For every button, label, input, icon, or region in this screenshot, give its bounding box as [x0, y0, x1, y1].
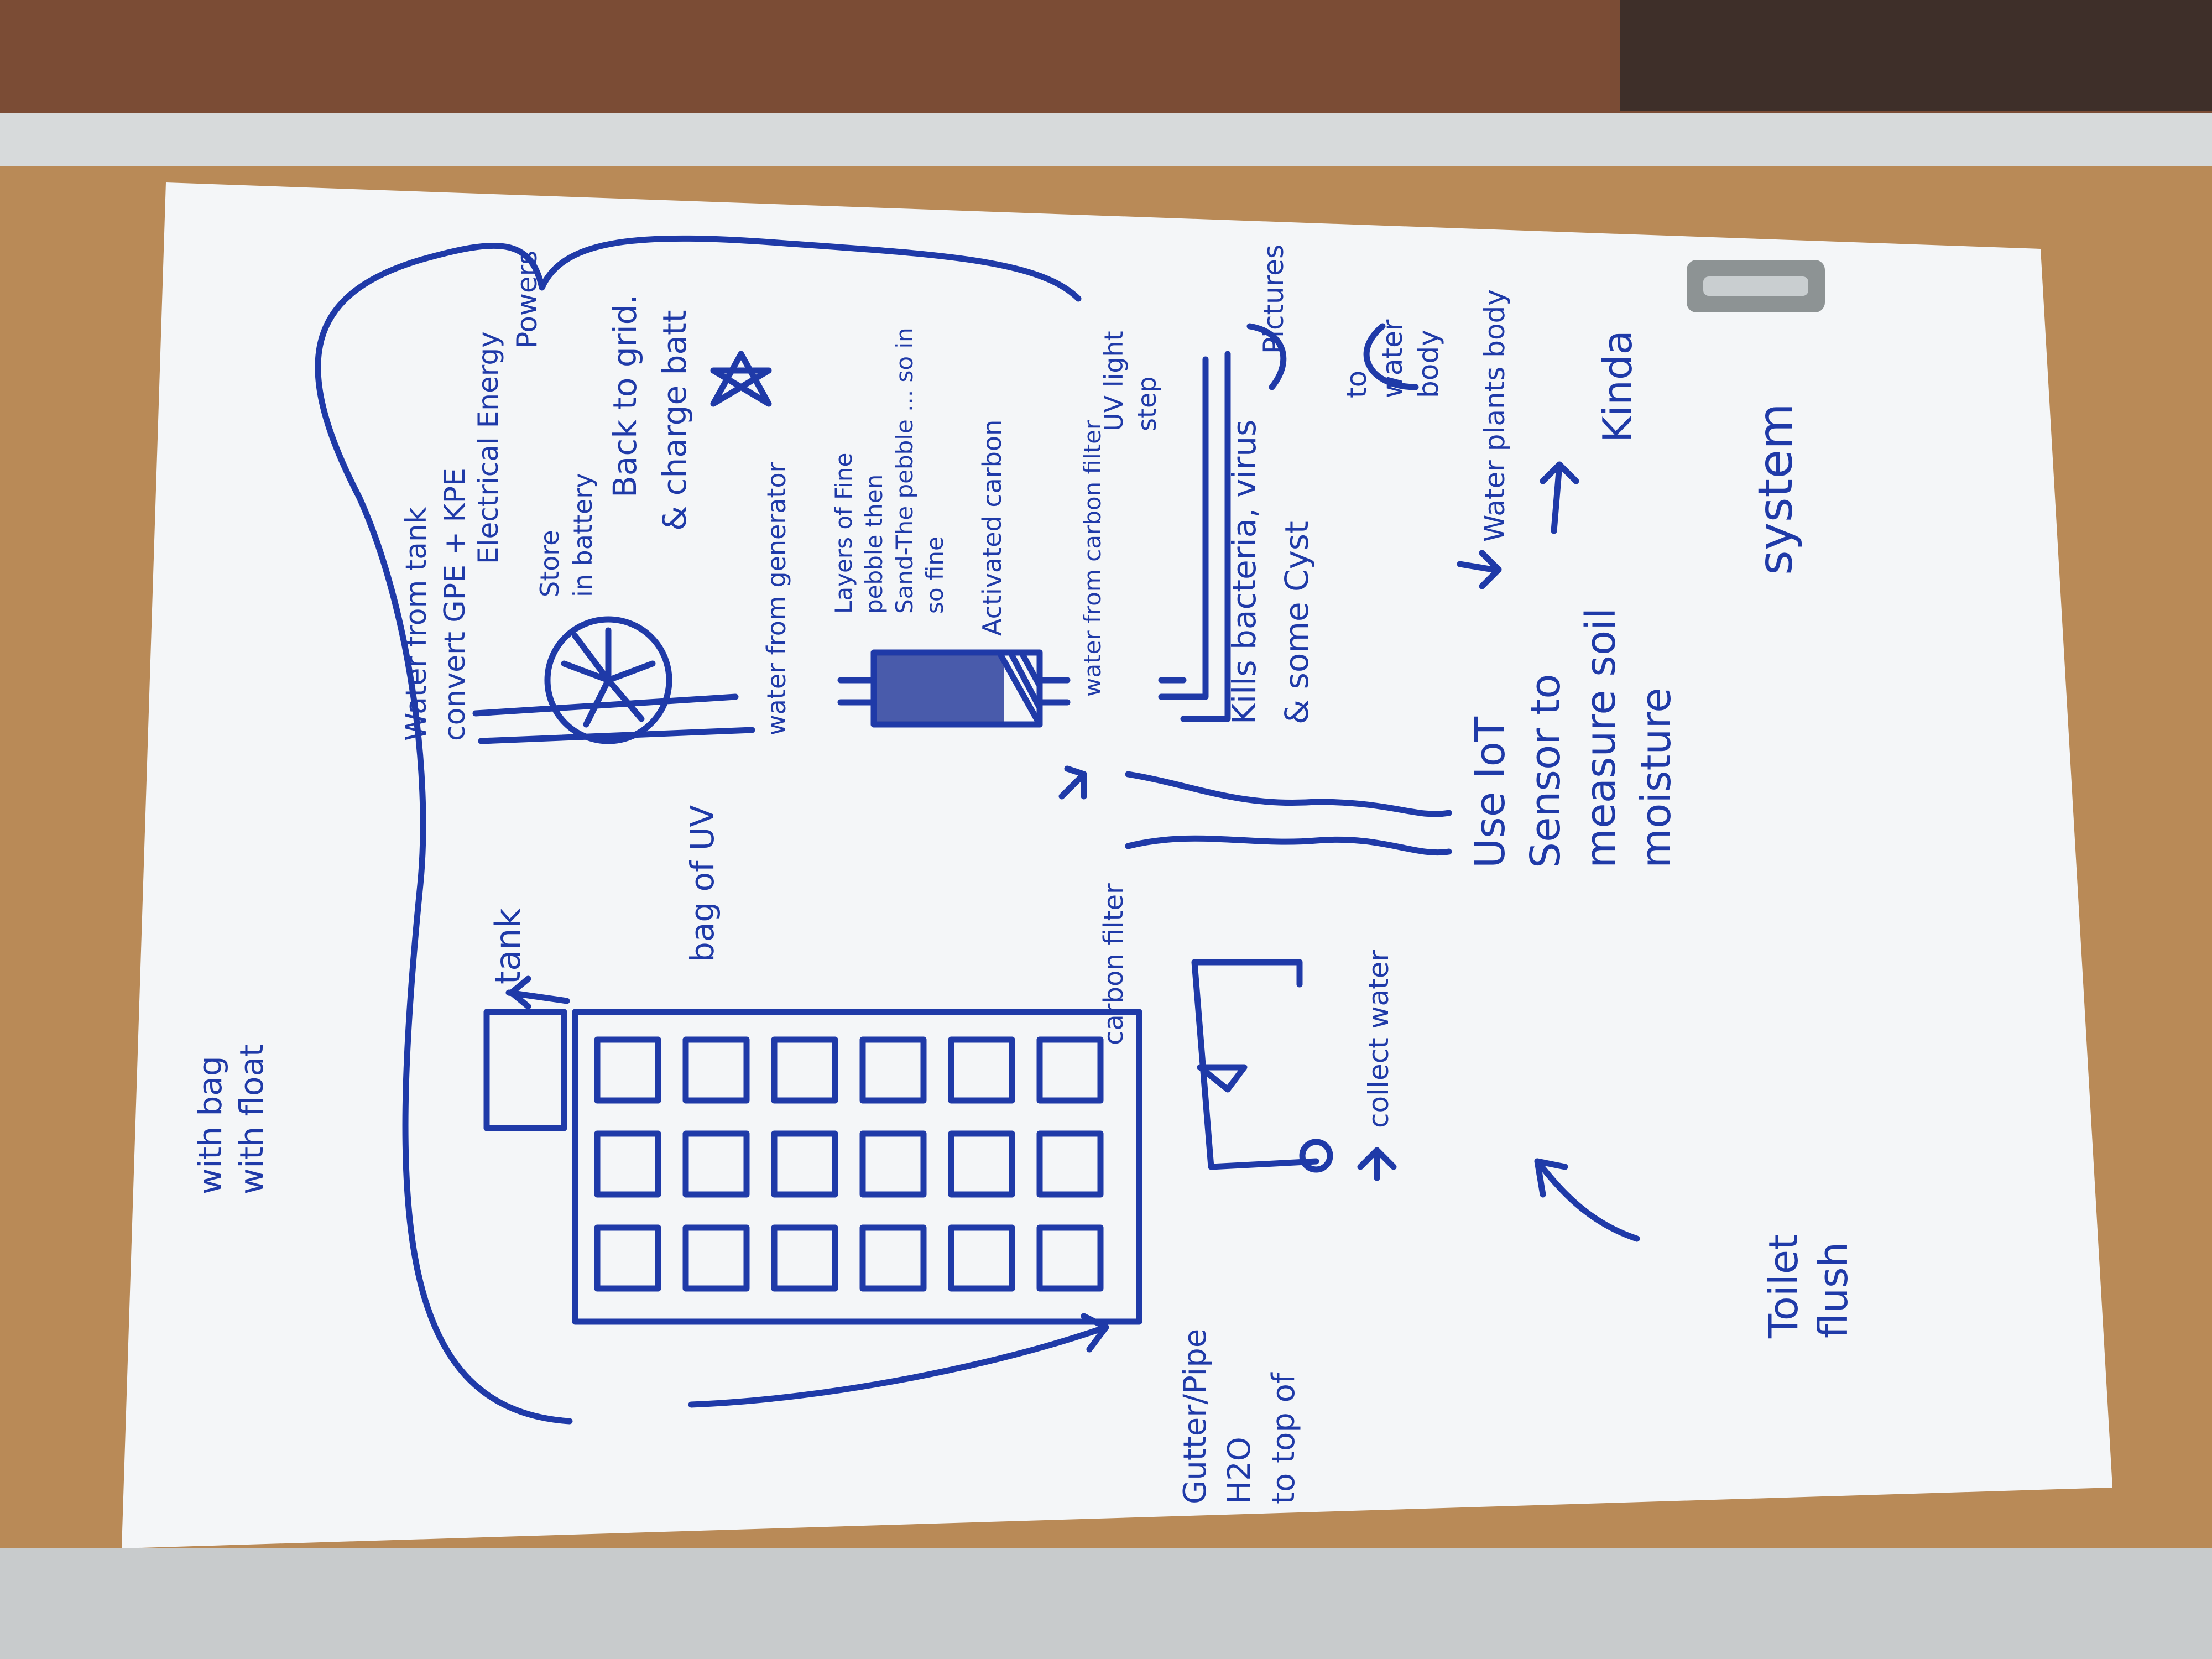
- panel-cell: [771, 1130, 838, 1198]
- whiteboard: [122, 182, 2112, 1548]
- panel-cell: [771, 1224, 838, 1292]
- activated-carbon: Activated carbon: [977, 420, 1007, 636]
- layers-line1: Layers of Fine: [830, 453, 857, 614]
- tank-arrow: [505, 975, 570, 1010]
- panel-cell: [948, 1224, 1015, 1292]
- arrow-kinda: [1540, 461, 1579, 534]
- filter-cartridge: [837, 649, 1071, 728]
- electrical-energy: Electrical Energy: [472, 331, 504, 564]
- panel-cell: [1036, 1036, 1104, 1104]
- to-water-body-line2: water: [1376, 319, 1408, 398]
- gutter-arrow: [688, 1313, 1109, 1408]
- layers-line2: pebble then: [860, 474, 888, 614]
- panel-cell: [594, 1130, 661, 1198]
- store-battery-line2: in battery: [568, 473, 598, 597]
- tank-box: [483, 1009, 567, 1131]
- gutter-note-line3: to top of: [1266, 1372, 1302, 1504]
- panel-cell: [948, 1036, 1015, 1104]
- water-from-carbon-filter: water from carbon filter: [1079, 420, 1106, 697]
- gutter-note-line2: H2O: [1222, 1437, 1258, 1504]
- gutter-note-line1: Gutter/Pipe: [1177, 1329, 1213, 1504]
- wall-top-dark: [1620, 0, 2212, 111]
- panel-cell: [859, 1036, 927, 1104]
- charge-battery: & charge batt: [656, 310, 693, 531]
- panel-cell: [771, 1036, 838, 1104]
- bag-note: bag of UV: [684, 805, 721, 962]
- back-to-grid: Back to grid.: [606, 294, 644, 498]
- kills-bacteria-line1: Kills bacteria, virus: [1225, 420, 1263, 724]
- iot-line2: Sensor to: [1522, 674, 1569, 868]
- panel-cell: [1036, 1130, 1104, 1198]
- uv-pipe: [1158, 351, 1231, 722]
- wavy-pipe: [1125, 771, 1452, 856]
- to-water-body-line1: to: [1340, 371, 1373, 398]
- panel-cell: [682, 1130, 750, 1198]
- panel-cell: [682, 1224, 750, 1292]
- loop-pipe: [315, 235, 1082, 1425]
- layers-line3: Sand-The pebble ... so in: [891, 327, 918, 614]
- marker-holder-slot: [1703, 276, 1808, 296]
- arrow-up: [1357, 1147, 1397, 1181]
- panel-frame: [572, 1009, 1142, 1325]
- kinda-note: Kinda: [1594, 330, 1641, 442]
- carbon-arrow: [1058, 765, 1087, 800]
- panel-cell: [859, 1224, 927, 1292]
- water-from-tank-line2: convert GPE + KPE: [439, 468, 472, 741]
- valve-circle: [1299, 1139, 1333, 1173]
- panel-cell: [1036, 1224, 1104, 1292]
- panel-cell: [594, 1036, 661, 1104]
- tank-note-line1: with bag: [191, 1056, 229, 1194]
- iot-line3: measure soil: [1577, 608, 1625, 868]
- flush-note-line2: flush: [1810, 1242, 1856, 1338]
- turbine-icon: [472, 616, 755, 744]
- panel-cell: [682, 1036, 750, 1104]
- uv-light-line1: UV light: [1099, 331, 1129, 431]
- tank-note-line2: with float: [233, 1044, 270, 1194]
- star-icon: [710, 351, 772, 407]
- flush-note-line1: Toilet: [1760, 1234, 1807, 1339]
- pictures-note: Pictures: [1258, 244, 1290, 354]
- store-battery-line1: Store: [535, 530, 565, 597]
- panel-cell: [948, 1130, 1015, 1198]
- panel-cell: [594, 1224, 661, 1292]
- to-water-body-line3: body: [1412, 330, 1444, 398]
- valve-diagram: [1191, 959, 1319, 1170]
- arrow-to-plants: [1457, 550, 1502, 589]
- iot-line4: moisture: [1632, 687, 1680, 868]
- solar-panel: [572, 1009, 1142, 1325]
- panel-cell: [859, 1130, 927, 1198]
- iot-line1: Use IoT: [1467, 716, 1514, 868]
- kills-bacteria-line2: & some Cyst: [1278, 521, 1316, 724]
- arrow-collect: [1534, 1158, 1640, 1242]
- water-from-generator: water from generator: [761, 462, 791, 735]
- carbon-filter-label: carbon filter: [1098, 883, 1129, 1045]
- water-plant-body: Water plants body: [1479, 289, 1511, 542]
- bottom-rail: [0, 1548, 2212, 1659]
- tank-label: tank: [488, 908, 528, 984]
- layers-line4: so fine: [921, 536, 948, 614]
- collect-water: collect water: [1363, 950, 1395, 1128]
- water-from-tank-line1: Water from tank: [400, 507, 433, 741]
- panel-cells: [594, 1036, 1104, 1292]
- powers-note: Powers: [511, 251, 543, 348]
- system-note: system: [1748, 403, 1803, 575]
- pictures-arrow: [1246, 323, 1419, 390]
- uv-light-line2: step: [1132, 376, 1162, 431]
